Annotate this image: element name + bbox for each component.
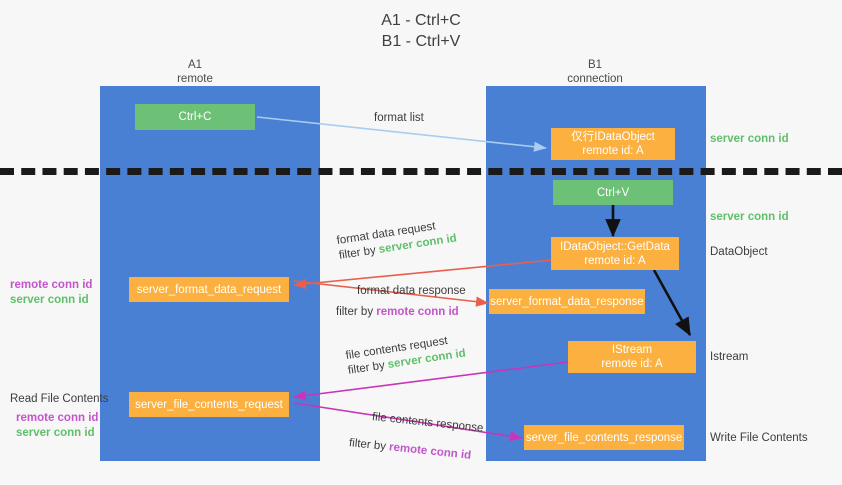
edge-label-file-contents-response-line1: file contents response	[371, 411, 484, 435]
node-ctrl-c-label: Ctrl+C	[178, 111, 212, 123]
filter-prefix: filter by	[348, 437, 390, 454]
label-conn-ids-upper: remote conn id server conn id	[10, 278, 92, 308]
edge-label-format-data-request: format data request filter by server con…	[336, 217, 458, 264]
lane-header-a1-name: A1	[187, 59, 203, 71]
label-server-conn-id-lower: server conn id	[16, 427, 95, 439]
lane-header-b1-sub: connection	[567, 73, 623, 85]
node-server-file-contents-response[interactable]: server_file_contents_response	[524, 425, 684, 450]
node-istream[interactable]: IStream remote id: A	[568, 341, 696, 373]
label-server-conn-id-upper: server conn id	[10, 294, 89, 306]
node-istream-line1: IStream	[611, 344, 653, 356]
node-server-file-contents-request-label: server_file_contents_request	[135, 398, 283, 411]
node-idataobject-getdata-line2: remote id: A	[584, 254, 646, 267]
node-idataobject-getdata-line1: IDataObject::GetData	[560, 240, 670, 253]
edge-label-format-data-response: format data response	[357, 284, 466, 299]
lane-header-b1-name: B1	[587, 59, 603, 71]
edge-label-file-contents-response-filter: filter by remote conn id	[348, 436, 472, 464]
node-idataobject-getdata[interactable]: IDataObject::GetData remote id: A	[551, 237, 679, 270]
node-server-file-contents-response-label: server_file_contents_response	[525, 431, 683, 444]
label-write-file-contents: Write File Contents	[710, 432, 808, 444]
label-conn-ids-lower: remote conn id server conn id	[16, 411, 98, 441]
label-dataobject: DataObject	[710, 246, 768, 258]
node-ctrl-v-label: Ctrl+V	[596, 186, 630, 199]
node-server-format-data-request[interactable]: server_format_data_request	[129, 277, 289, 302]
node-idataobject-line2: remote id: A	[582, 145, 644, 157]
filter-key-remote-conn-id: remote conn id	[388, 441, 472, 462]
node-idataobject-line1: 仅行IDataObject	[571, 131, 655, 143]
filter-key-remote-conn-id: remote conn id	[376, 306, 459, 318]
node-server-format-data-response[interactable]: server_format_data_response	[489, 289, 645, 314]
label-read-file-contents: Read File Contents	[10, 393, 109, 405]
node-server-format-data-response-label: server_format_data_response	[490, 295, 644, 308]
edge-label-format-data-response-line1: format data response	[357, 285, 466, 297]
edge-label-format-list-text: format list	[374, 112, 424, 124]
page-title: A1 - Ctrl+C B1 - Ctrl+V	[381, 12, 461, 50]
lane-header-a1: A1 remote	[130, 58, 260, 86]
label-remote-conn-id-lower: remote conn id	[16, 412, 99, 424]
label-istream: Istream	[710, 351, 749, 363]
node-server-file-contents-request[interactable]: server_file_contents_request	[129, 392, 289, 417]
node-ctrl-c[interactable]: Ctrl+C	[135, 104, 255, 130]
filter-prefix: filter by	[336, 306, 377, 318]
phase-divider	[0, 168, 842, 175]
node-server-format-data-request-label: server_format_data_request	[136, 283, 282, 296]
label-remote-conn-id-upper: remote conn id	[10, 279, 93, 291]
edge-label-file-contents-response: file contents response	[371, 410, 484, 437]
node-idataobject[interactable]: 仅行IDataObject remote id: A	[551, 128, 675, 160]
label-server-conn-id-top: server conn id	[710, 133, 789, 145]
edge-label-format-data-response-filter: filter by remote conn id	[336, 305, 459, 320]
label-server-conn-id-second: server conn id	[710, 211, 789, 223]
edge-label-file-contents-request: file contents request filter by server c…	[345, 332, 467, 379]
edge-label-format-list: format list	[374, 111, 424, 126]
lane-header-a1-sub: remote	[177, 73, 213, 85]
node-ctrl-v[interactable]: Ctrl+V	[553, 180, 673, 205]
lane-header-b1: B1 connection	[530, 58, 660, 86]
node-istream-line2: remote id: A	[601, 358, 663, 370]
